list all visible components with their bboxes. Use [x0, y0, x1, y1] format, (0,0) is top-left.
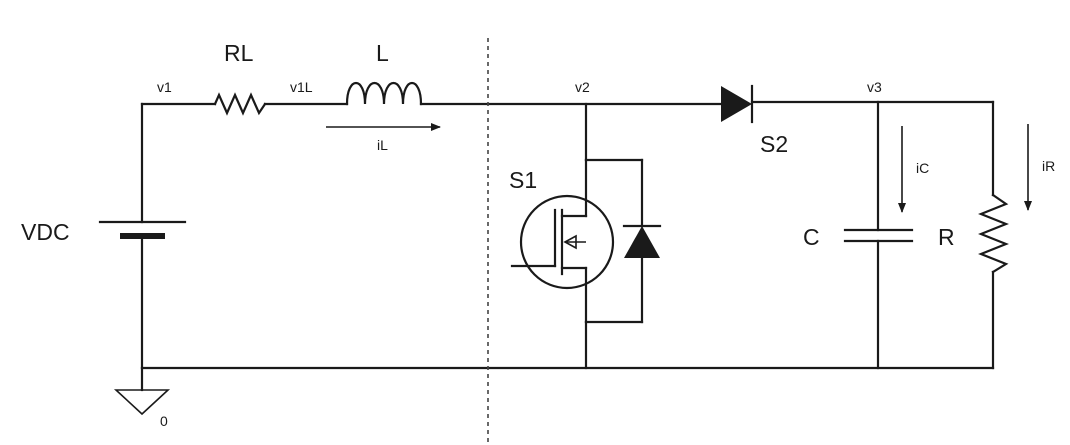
dc-source-symbol	[98, 220, 187, 239]
label-l: L	[376, 40, 389, 66]
label-r: R	[938, 224, 955, 250]
node-v2: v2	[575, 79, 590, 95]
node-v1l: v1L	[290, 79, 313, 95]
label-rl: RL	[224, 40, 254, 66]
node-ground: 0	[160, 413, 168, 429]
load-resistor-symbol	[978, 193, 1009, 274]
wires	[140, 100, 995, 392]
ground-symbol	[113, 389, 171, 416]
inductor-symbol	[345, 82, 423, 106]
resistor-rl-symbol	[213, 92, 267, 116]
node-v1: v1	[157, 79, 172, 95]
current-il: iL	[377, 137, 388, 153]
label-s1: S1	[509, 167, 537, 193]
capacitor-symbol	[843, 228, 914, 243]
current-ic: iC	[916, 160, 929, 176]
node-v3: v3	[867, 79, 882, 95]
current-ir: iR	[1042, 158, 1055, 174]
diode-s2-symbol	[721, 84, 754, 124]
mosfet-s1-symbol	[510, 158, 662, 324]
label-c: C	[803, 224, 820, 250]
label-s2: S2	[760, 131, 788, 157]
label-vdc: VDC	[21, 219, 70, 245]
